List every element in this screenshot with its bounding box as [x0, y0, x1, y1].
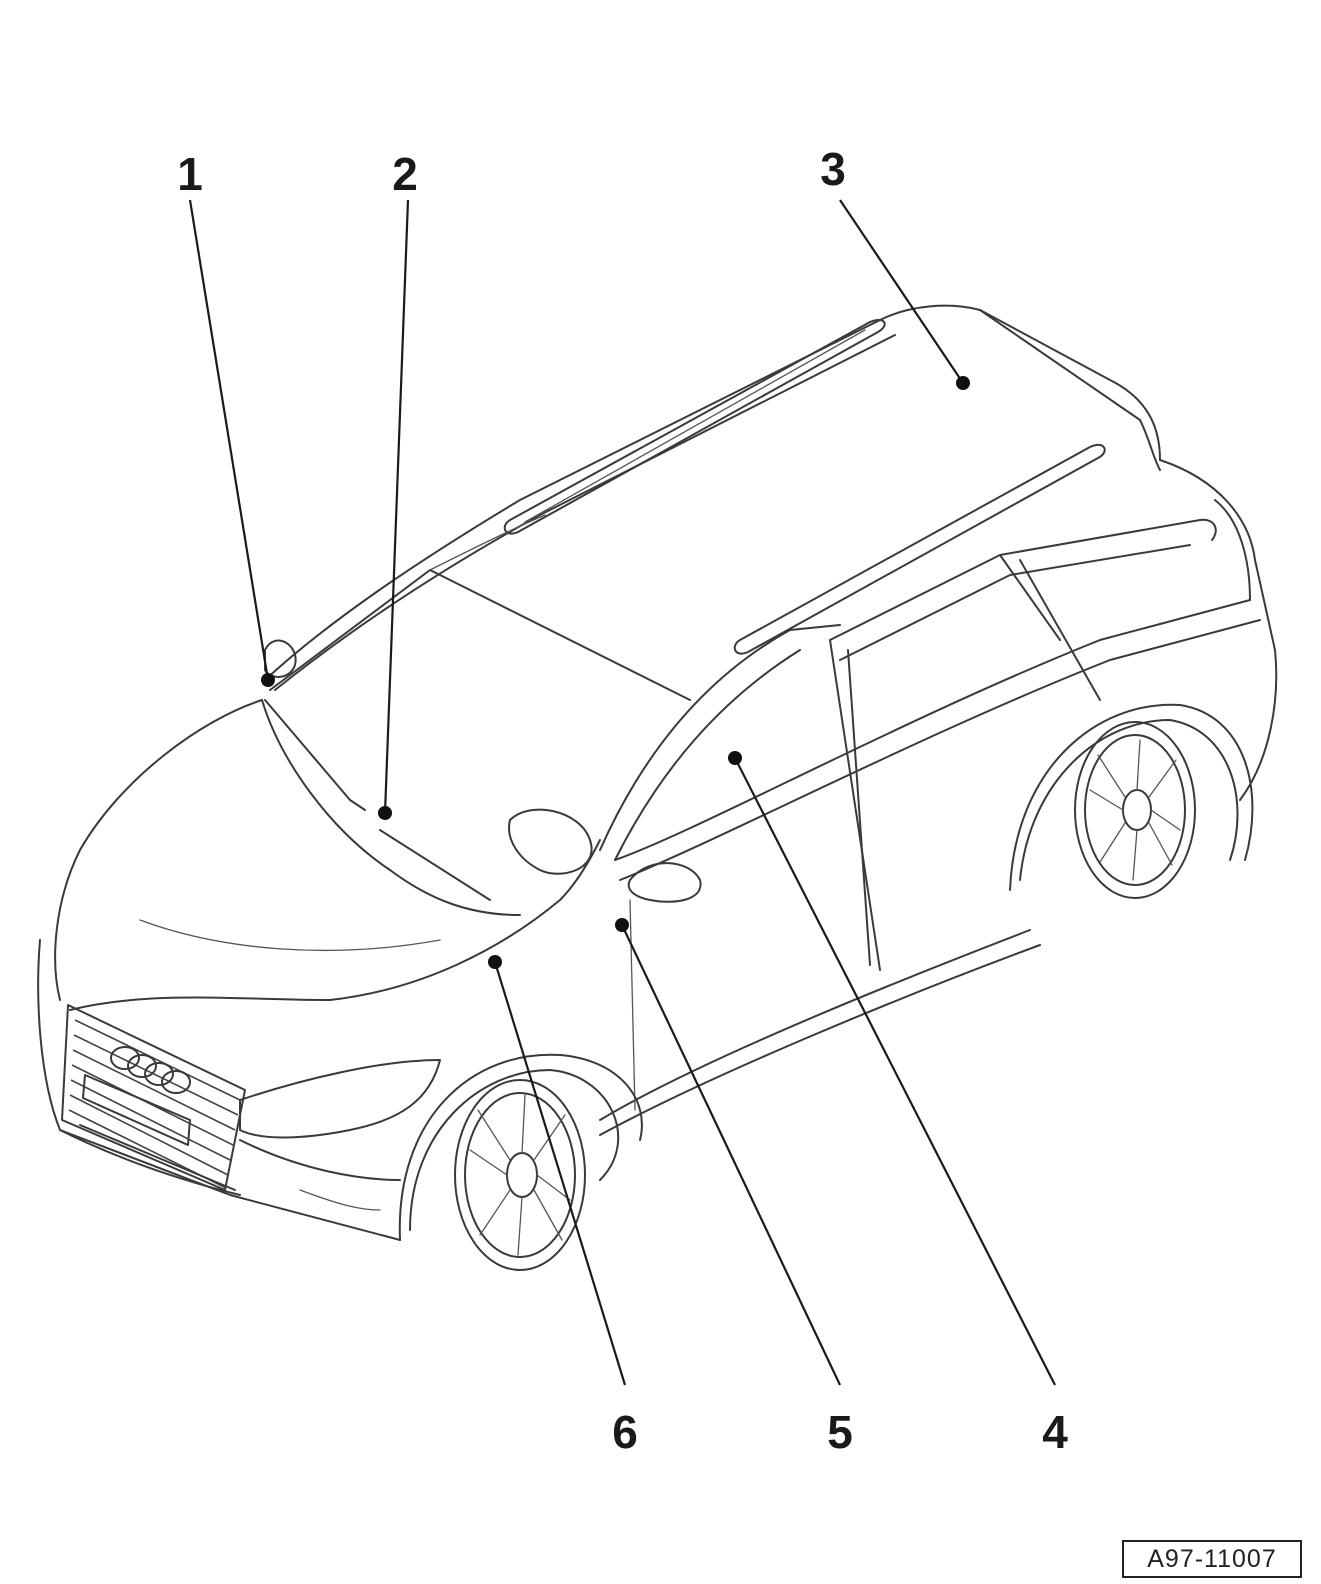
leader-line-5 — [621, 924, 841, 1386]
callout-dot-5 — [615, 918, 629, 932]
callout-dots — [261, 376, 970, 969]
callout-number-6: 6 — [612, 1406, 638, 1458]
reference-code-box: A97-11007 — [1122, 1540, 1302, 1578]
grille-mesh — [68, 1019, 241, 1189]
front-wheel — [454, 1079, 586, 1271]
vehicle-outline — [37, 304, 1278, 1241]
callout-dot-6 — [488, 955, 502, 969]
callout-dot-2 — [378, 806, 392, 820]
leader-lines — [188, 199, 1056, 1386]
callout-number-3: 3 — [820, 143, 846, 195]
leader-line-6 — [493, 961, 627, 1386]
callout-dot-1 — [261, 673, 275, 687]
callout-number-5: 5 — [827, 1406, 853, 1458]
callout-number-4: 4 — [1042, 1406, 1068, 1458]
reference-code: A97-11007 — [1147, 1544, 1277, 1573]
callout-dot-4 — [728, 751, 742, 765]
leader-line-4 — [734, 757, 1056, 1386]
leader-line-2 — [383, 199, 410, 814]
callout-number-1: 1 — [177, 148, 203, 200]
callout-dot-3 — [956, 376, 970, 390]
callout-number-2: 2 — [392, 148, 418, 200]
badge-rings — [110, 1046, 191, 1094]
leader-line-3 — [839, 199, 964, 384]
callout-numbers: 1 2 3 4 5 6 — [177, 143, 1068, 1458]
rear-wheel — [1074, 721, 1196, 899]
leader-line-1 — [188, 199, 270, 681]
